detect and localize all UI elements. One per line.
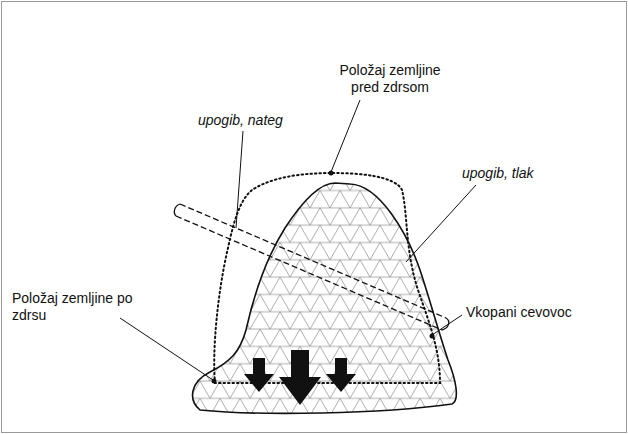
callout-label: Položaj zemljine po zdrsu xyxy=(12,290,137,324)
callout-label: Vkopani cevovoc xyxy=(466,304,606,321)
stress-label: upogib, nateg xyxy=(198,112,308,129)
leader-dots xyxy=(212,171,435,384)
movement-arrows xyxy=(244,350,356,405)
leader-lines xyxy=(120,100,476,380)
callout-label: Položaj zemljine pred zdrsom xyxy=(325,62,455,96)
soil-after-slide xyxy=(193,183,457,413)
buried-pipeline xyxy=(174,204,448,330)
stress-label: upogib, tlak xyxy=(462,165,572,182)
soil-before-slide xyxy=(214,173,440,383)
